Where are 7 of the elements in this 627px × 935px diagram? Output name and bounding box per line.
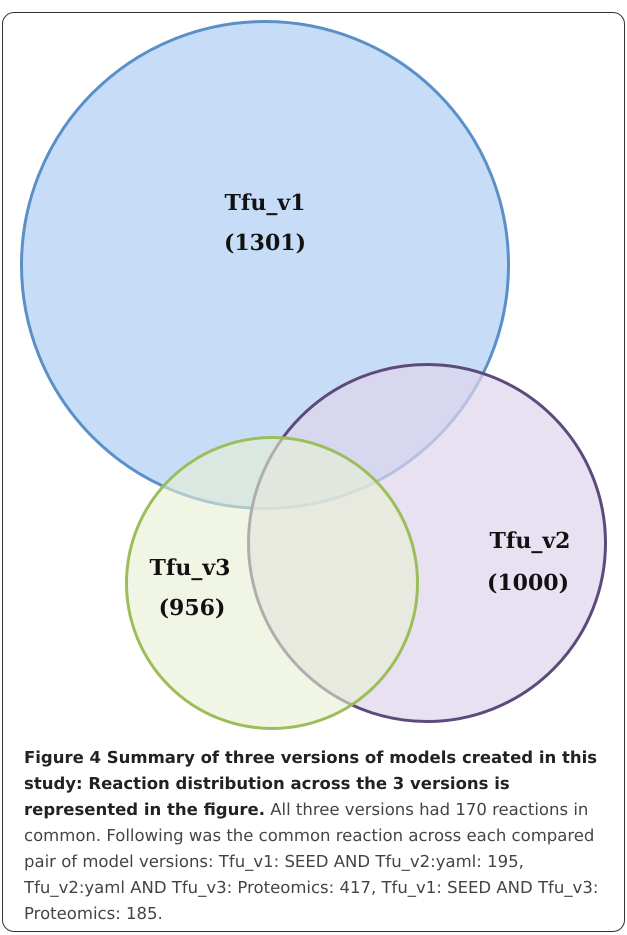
set-label: Tfu_v1 bbox=[224, 190, 306, 216]
set-count: (1301) bbox=[224, 230, 306, 256]
set-label: Tfu_v2 bbox=[490, 528, 570, 554]
set-label: Tfu_v3 bbox=[150, 555, 230, 581]
set-count: (956) bbox=[158, 595, 226, 621]
figure-caption: Figure 4 Summary of three versions of models created in this study: Reaction distribution across the 3 versions is represented in the figure. All three versions had 170 reactions in common. Following was the common reaction across each compared pair of model versions: Tfu_v1: SEED AND Tfu_v2:yaml: 195, Tfu_v2:yaml AND Tfu_v3: Proteomics: 417, Tfu_v1: SEED AND Tfu_v3: Proteomics: 185. bbox=[24, 747, 600, 925]
set-count: (1000) bbox=[486, 570, 570, 596]
